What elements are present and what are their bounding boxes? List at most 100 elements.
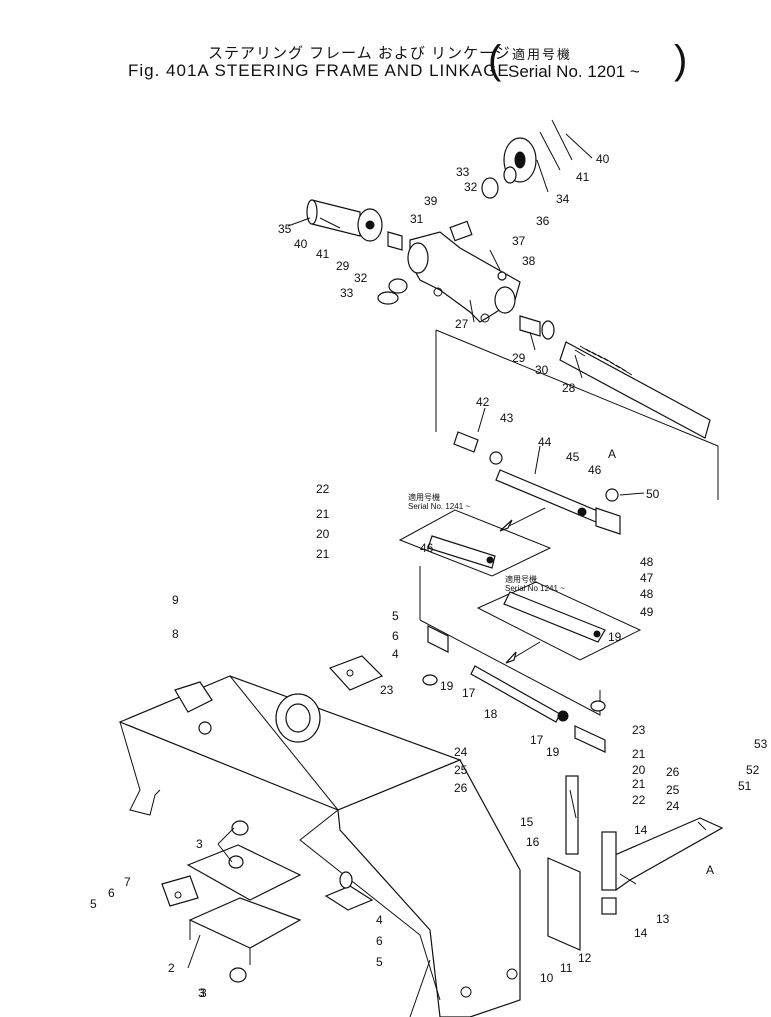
- inset-serial-1241-arm: 適用号機 Serial No 1241 ~: [476, 574, 642, 664]
- figure-title-japanese: ステアリング フレーム および リンケージ: [208, 45, 511, 62]
- callout-label: 48: [640, 555, 654, 569]
- callout-label: 3: [196, 837, 203, 851]
- callout-label: 22: [316, 482, 330, 496]
- callout-label: 15: [520, 815, 534, 829]
- callout-leaders: [187, 133, 707, 1017]
- callout-label: 6: [392, 629, 399, 643]
- callout-label: 33: [456, 165, 470, 179]
- steering-frame-body: [118, 655, 724, 1017]
- callout-label: 7: [124, 875, 131, 889]
- callout-label: 24: [454, 745, 468, 759]
- callout-label: 6: [108, 886, 115, 900]
- callout-label: 5: [392, 609, 399, 623]
- callout-label: 9: [172, 593, 179, 607]
- callout-label: 22: [632, 793, 646, 807]
- callout-label: 21: [632, 777, 646, 791]
- callout-label: 13: [656, 912, 670, 926]
- callout-label: 27: [455, 317, 469, 331]
- callout-label: 17: [462, 686, 476, 700]
- callout-label: 32: [464, 180, 478, 194]
- callout-label: 50: [646, 487, 660, 501]
- callout-label: 33: [340, 286, 354, 300]
- inset-2-serial-jp: 適用号機: [505, 574, 537, 584]
- callout-label: 2: [168, 961, 175, 975]
- callout-label: 42: [476, 395, 490, 409]
- serial-label-japanese: 適用号機: [512, 47, 573, 62]
- callout-label: 4: [392, 647, 399, 661]
- callout-label: 18: [484, 707, 498, 721]
- callout-label: 45: [566, 450, 580, 464]
- callout-label: 16: [526, 835, 540, 849]
- callout-label: 38: [522, 254, 536, 268]
- callout-label: 41: [316, 247, 330, 261]
- callout-label: 34: [556, 192, 570, 206]
- linkage-rod-group: [419, 566, 606, 753]
- callout-label: 20: [632, 763, 646, 777]
- callout-label: 41: [576, 170, 590, 184]
- callout-label: 26: [666, 765, 680, 779]
- callout-label: A: [706, 863, 714, 877]
- callout-label: 19: [546, 745, 560, 759]
- callout-label: A: [608, 447, 616, 461]
- callout-label: 47: [640, 571, 654, 585]
- callout-label: 6: [376, 934, 383, 948]
- inset-2-serial-en: Serial No 1241 ~: [505, 584, 565, 593]
- callout-label: 25: [666, 783, 680, 797]
- callout-label: 29: [336, 259, 350, 273]
- figure-title: Fig. 401A STEERING FRAME AND LINKAGE: [128, 61, 510, 80]
- callout-label: 11: [560, 961, 573, 975]
- callout-label: 21: [632, 747, 646, 761]
- callout-label: 53: [754, 737, 768, 751]
- callout-label: 40: [294, 237, 308, 251]
- callout-label: 3: [198, 986, 205, 1000]
- callout-label: 20: [316, 527, 330, 541]
- callout-label: 14: [634, 926, 648, 940]
- callout-label: 31: [410, 212, 424, 226]
- callout-label: 46: [420, 541, 434, 555]
- callout-label: 32: [354, 271, 368, 285]
- callout-label: 52: [746, 763, 760, 777]
- inset-serial-1241-lever: 適用号機 Serial No. 1241 ~: [398, 492, 552, 577]
- callout-label: 5: [90, 897, 97, 911]
- callout-label: 23: [632, 723, 646, 737]
- callout-label: 3: [200, 986, 207, 1000]
- callout-label: 43: [500, 411, 514, 425]
- inset-1-serial-jp: 適用号機: [408, 492, 440, 502]
- callout-label: 23: [380, 683, 394, 697]
- callout-label: 44: [538, 435, 552, 449]
- inset-1-serial-en: Serial No. 1241 ~: [408, 502, 470, 511]
- callout-label: 48: [640, 587, 654, 601]
- callout-label: 36: [536, 214, 550, 228]
- callout-label: 40: [596, 152, 610, 166]
- callout-label: 26: [454, 781, 468, 795]
- callout-label: 4: [376, 913, 383, 927]
- callout-label: 17: [530, 733, 544, 747]
- callout-label: 19: [608, 630, 622, 644]
- steering-rod-inset: [435, 329, 719, 535]
- callout-label: 14: [634, 823, 648, 837]
- callout-label: 35: [278, 222, 292, 236]
- serial-number-range: Serial No. 1201 ~: [508, 62, 640, 81]
- serial-bracket-open: (: [488, 38, 502, 82]
- callout-label: 8: [172, 627, 179, 641]
- callout-label: 5: [376, 955, 383, 969]
- callout-label: 19: [440, 679, 454, 693]
- callout-numbers: 40 41 34 36 33 32 39 31 35 40 41 29 37 3…: [90, 152, 768, 1000]
- callout-label: 21: [316, 507, 330, 521]
- callout-label: 46: [588, 463, 602, 477]
- steering-column-group: [306, 119, 711, 439]
- callout-label: 39: [424, 194, 438, 208]
- callout-label: 28: [562, 381, 576, 395]
- callout-label: 29: [512, 351, 526, 365]
- callout-label: 37: [512, 234, 526, 248]
- serial-bracket-close: ): [674, 38, 688, 82]
- callout-label: 24: [666, 799, 680, 813]
- callout-label: 51: [738, 779, 752, 793]
- callout-label: 12: [578, 951, 592, 965]
- callout-label: 21: [316, 547, 330, 561]
- callout-label: 30: [535, 363, 549, 377]
- callout-label: 10: [540, 971, 554, 985]
- callout-label: 25: [454, 763, 468, 777]
- callout-label: 49: [640, 605, 654, 619]
